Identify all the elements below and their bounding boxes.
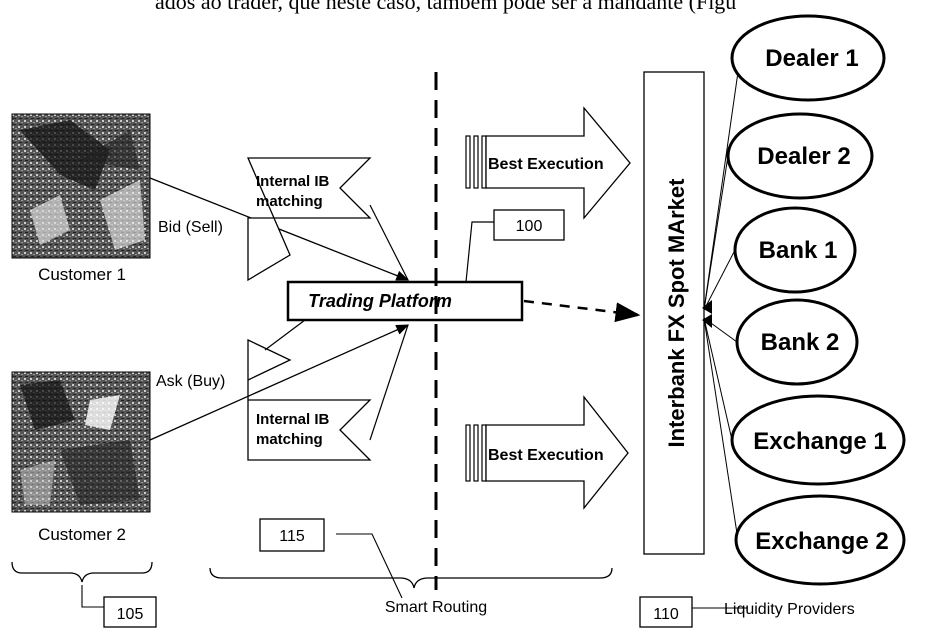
best-execution-arrow-lower [465, 395, 629, 510]
provider-connector-lines [703, 57, 741, 541]
trading-platform-label: Trading Platform [308, 291, 452, 311]
ref-box-100 [493, 209, 565, 241]
ask-label: Ask (Buy) [156, 373, 225, 390]
provider-ellipse-dealer-2 [726, 112, 874, 200]
provider-label-dealer-1: Dealer 1 [765, 45, 858, 72]
internal-matching-lower-line2: matching [256, 431, 323, 448]
ref-box-115 [259, 518, 325, 552]
lower-shape-connector [264, 319, 306, 351]
best-execution-label-upper: Best Execution [488, 156, 604, 173]
platform-to-market-arrow [523, 299, 641, 323]
best-execution-arrow-upper [465, 106, 631, 220]
internal-matching-upper-line1: Internal IB [256, 173, 330, 190]
ref-number-100: 100 [516, 218, 543, 235]
provider-ellipse-exchange-1 [730, 394, 906, 486]
ref-105-leader [81, 585, 104, 608]
lower-matching-connector [369, 324, 409, 441]
ref-number-115: 115 [279, 528, 305, 545]
spot-market-label: Interbank FX Spot MArket [664, 178, 689, 448]
provider-label-exchange-1: Exchange 1 [753, 428, 886, 455]
customer-1-photo [11, 113, 151, 259]
bid-label: Bid (Sell) [158, 219, 223, 236]
ask-line [149, 324, 410, 441]
trading-platform-box [286, 280, 524, 322]
internal-matching-shape-lower [247, 338, 372, 461]
provider-arrowhead-lower [702, 314, 712, 328]
ref-115-leader [336, 533, 403, 599]
internal-matching-shape-upper [247, 157, 372, 282]
provider-arrowhead-upper [702, 300, 712, 314]
spot-market-box [643, 71, 705, 555]
liquidity-providers-label: Liquidity Providers [724, 601, 855, 618]
provider-label-dealer-2: Dealer 2 [757, 143, 850, 170]
customer-2-photo [11, 371, 151, 513]
ref-box-105 [103, 596, 157, 628]
ref-number-105: 105 [117, 606, 144, 623]
best-execution-label-lower: Best Execution [488, 447, 604, 464]
smart-routing-label: Smart Routing [385, 599, 487, 616]
internal-matching-upper-line2: matching [256, 193, 323, 210]
platform-to-100-line [465, 221, 494, 283]
provider-label-bank-1: Bank 1 [759, 237, 838, 264]
internal-matching-lower-line1: Internal IB [256, 411, 330, 428]
brace-customers [11, 561, 153, 583]
customer-1-label: Customer 1 [38, 265, 126, 284]
customer-2-label: Customer 2 [38, 525, 126, 544]
ref-number-110: 110 [653, 606, 679, 623]
brace-smart-routing [209, 567, 613, 589]
provider-ellipse-exchange-2 [734, 494, 906, 586]
upper-matching-connector [369, 204, 409, 281]
provider-ellipse-dealer-1 [730, 14, 886, 102]
provider-label-exchange-2: Exchange 2 [755, 528, 888, 555]
provider-label-bank-2: Bank 2 [761, 329, 840, 356]
provider-ellipse-bank-1 [733, 206, 857, 294]
header-text: ados ao trader, que neste caso, também p… [155, 0, 736, 14]
ref-box-110 [639, 596, 693, 628]
provider-ellipse-bank-2 [735, 298, 859, 386]
